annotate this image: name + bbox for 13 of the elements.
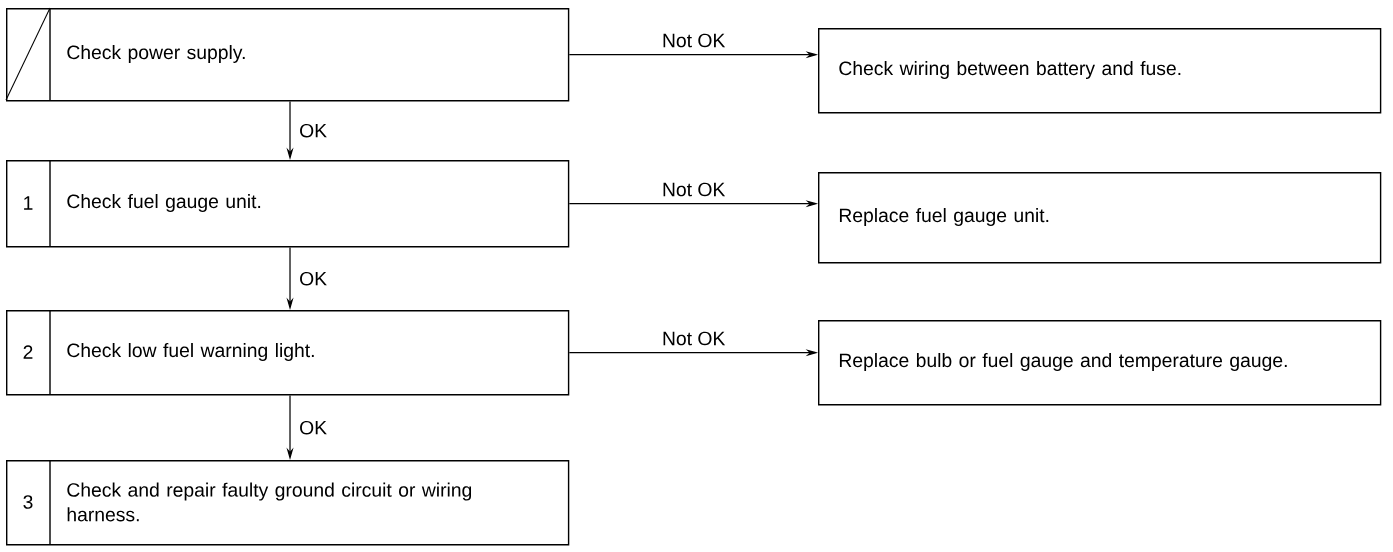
- edge-label: OK: [300, 271, 327, 286]
- step-box: 1 Check fuel gauge unit.: [6, 159, 570, 248]
- step-box: Replace fuel gauge unit.: [818, 172, 1382, 264]
- step-box: Check power supply.: [5, 7, 570, 102]
- edge-label: Not OK: [663, 331, 726, 346]
- edge-label: OK: [300, 123, 327, 138]
- edge-label: OK: [300, 420, 327, 435]
- edge-label: Not OK: [663, 33, 726, 48]
- edge-label: Not OK: [663, 182, 726, 197]
- step-box: Check wiring between battery and fuse.: [818, 28, 1382, 114]
- step-box: 2 Check low fuel warning light.: [6, 309, 570, 396]
- step-box: 3 Check and repair faulty ground circuit or wiring harness.: [6, 459, 570, 546]
- step-box: Replace bulb or fuel gauge and temperature gauge.: [818, 320, 1382, 406]
